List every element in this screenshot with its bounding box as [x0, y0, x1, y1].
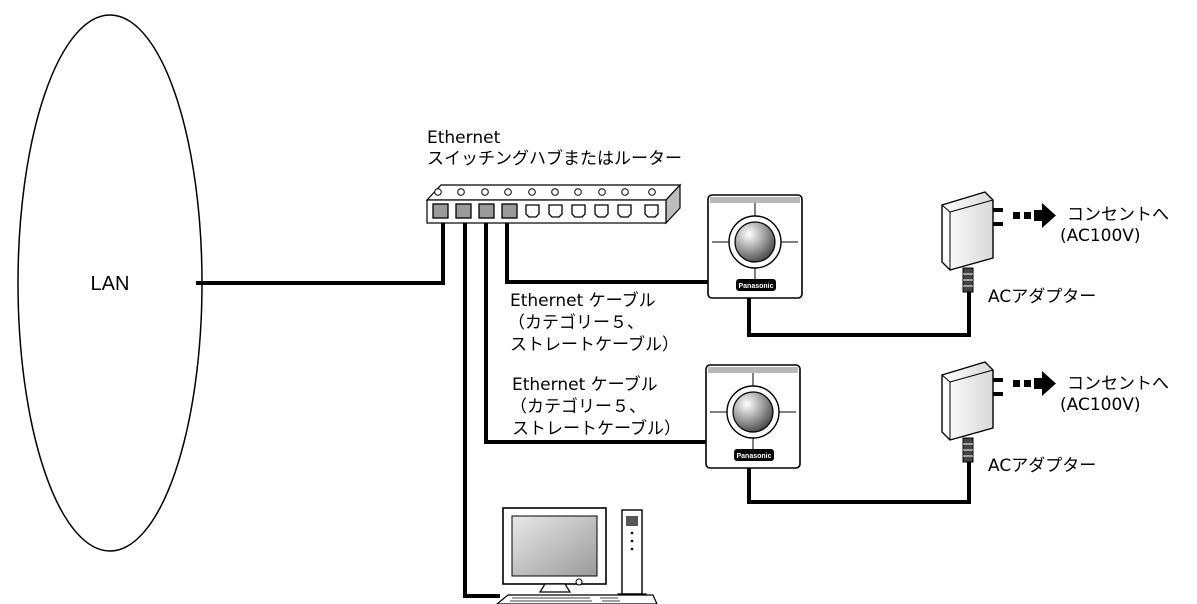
camera2-cable	[484, 219, 708, 444]
cable-label-1: Ethernet ケーブル （カテゴリー５、 ストレートケーブル）	[508, 290, 679, 355]
pc-cable	[463, 219, 500, 598]
network-camera-1: Panasonic	[707, 194, 803, 299]
cable1-line2: （カテゴリー５、	[508, 312, 644, 333]
hub-label-line2: スイッチングハブまたはルーター	[427, 148, 682, 169]
lan-label: LAN	[91, 273, 130, 295]
personal-computer	[496, 507, 658, 604]
lan-cloud: LAN	[17, 14, 203, 552]
cable1-line3: ストレートケーブル）	[510, 334, 679, 355]
adapter1-label: ACアダプター	[988, 287, 1096, 307]
hub-label-line1: Ethernet	[427, 128, 501, 148]
network-camera-2: Panasonic	[705, 364, 801, 469]
outlet-arrow-1: コンセントへ (AC100V)	[1013, 203, 1169, 246]
cable-label-2: Ethernet ケーブル （カテゴリー５、 ストレートケーブル）	[510, 374, 681, 439]
ac-adapter-1: ACアダプター	[941, 191, 1096, 307]
outlet2-line2: (AC100V)	[1060, 395, 1141, 415]
cable2-line1: Ethernet ケーブル	[512, 374, 658, 395]
camera2-power-cable	[747, 461, 971, 504]
cable2-line3: ストレートケーブル）	[512, 418, 681, 439]
camera1-logo: Panasonic	[738, 283, 773, 290]
lan-uplink-cable	[196, 219, 445, 285]
adapter2-label: ACアダプター	[988, 456, 1096, 476]
outlet1-line2: (AC100V)	[1060, 226, 1141, 246]
switching-hub: Ethernet スイッチングハブまたはルーター	[425, 128, 682, 225]
cable2-line2: （カテゴリー５、	[510, 396, 646, 417]
outlet1-line1: コンセントへ	[1067, 205, 1169, 225]
camera2-logo: Panasonic	[736, 453, 771, 460]
outlet2-line1: コンセントへ	[1067, 374, 1169, 394]
cables	[196, 219, 971, 598]
camera1-cable	[505, 219, 710, 284]
outlet-arrow-2: コンセントへ (AC100V)	[1013, 371, 1169, 415]
cable1-line1: Ethernet ケーブル	[510, 290, 656, 311]
ac-adapter-2: ACアダプター	[941, 361, 1096, 476]
camera1-power-cable	[747, 292, 971, 337]
